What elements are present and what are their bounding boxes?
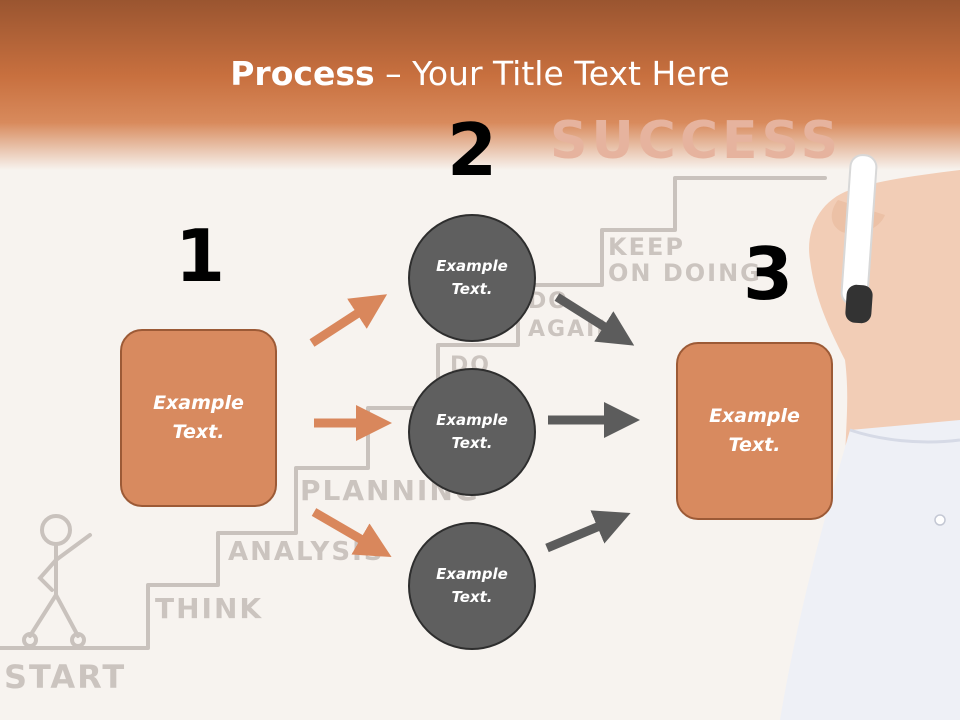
- hand-with-marker: [780, 154, 960, 720]
- staircase-line: [0, 176, 827, 650]
- stick-figure: [22, 514, 92, 648]
- step-number-1: 1: [174, 214, 226, 298]
- circle-top-text: Example Text.: [436, 257, 508, 298]
- step-3-text: Example Text.: [709, 405, 800, 456]
- circle-middle: Example Text.: [408, 368, 536, 496]
- analysis-word: ANALYSIS: [228, 537, 384, 567]
- title-bold: Process: [230, 54, 375, 93]
- slide-title: Process – Your Title Text Here: [0, 52, 960, 96]
- again-word: AGAIN: [528, 317, 617, 342]
- circle-bottom: Example Text.: [408, 522, 536, 650]
- title-rest: – Your Title Text Here: [374, 54, 730, 93]
- step-3-box: Example Text.: [676, 342, 833, 520]
- circle-bottom-text: Example Text.: [436, 565, 508, 606]
- step-1-box: Example Text.: [120, 329, 277, 507]
- success-word: SUCCESS: [550, 111, 842, 171]
- circle-top: Example Text.: [408, 214, 536, 342]
- think-word: THINK: [155, 592, 263, 625]
- step-number-2: 2: [446, 108, 498, 192]
- on-doing-word: ON DOING: [608, 259, 762, 287]
- header-gradient-band: [0, 0, 960, 170]
- step-number-3: 3: [742, 232, 794, 316]
- step-1-text: Example Text.: [153, 392, 244, 443]
- keep-word: KEEP: [608, 233, 685, 261]
- circle-middle-text: Example Text.: [436, 411, 508, 452]
- start-word: START: [4, 658, 126, 696]
